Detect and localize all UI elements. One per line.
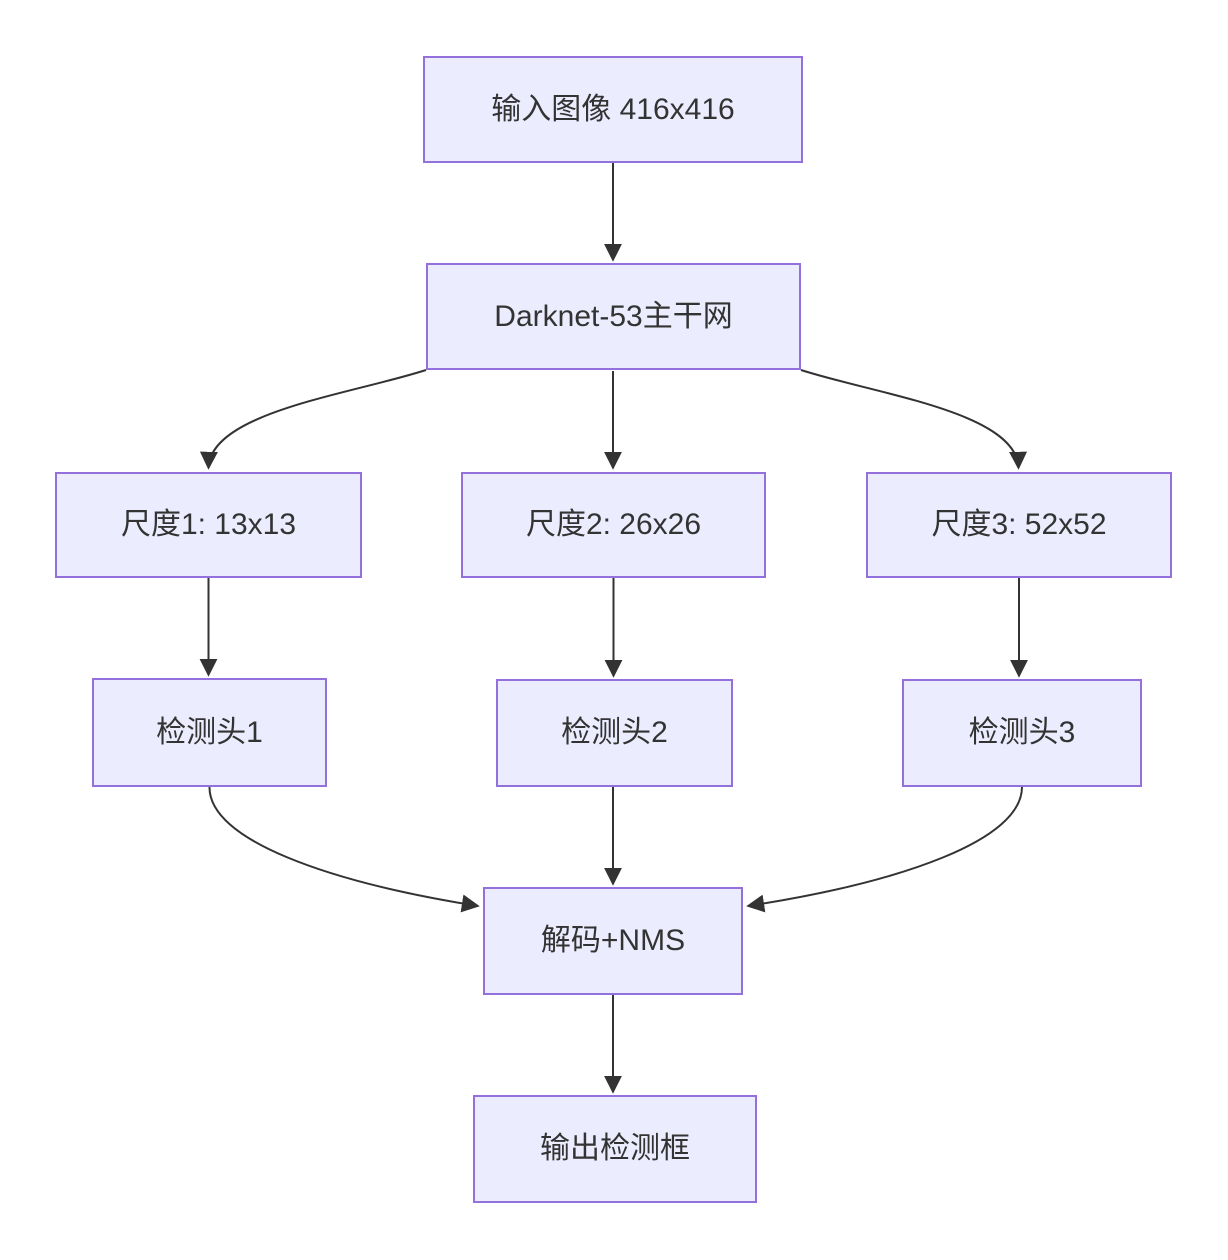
edge-backbone-to-scale3 — [800, 369, 1028, 470]
node-decode-nms-label: 解码+NMS — [540, 924, 686, 957]
node-scale-1: 尺度1: 13x13 — [55, 472, 362, 578]
edge-backbone-to-scale1 — [199, 369, 427, 470]
node-detect-head-1-label: 检测头1 — [156, 715, 263, 749]
node-scale-1-label: 尺度1: 13x13 — [120, 508, 297, 541]
node-decode-nms: 解码+NMS — [483, 887, 743, 995]
node-input-image-label: 输入图像 416x416 — [491, 92, 735, 126]
node-scale-3: 尺度3: 52x52 — [866, 472, 1172, 578]
node-backbone-label: Darknet-53主干网 — [494, 299, 733, 333]
edge-head3-to-decode — [746, 786, 1023, 913]
node-scale-2-label: 尺度2: 26x26 — [525, 508, 702, 541]
node-backbone: Darknet-53主干网 — [426, 263, 801, 370]
node-input-image: 输入图像 416x416 — [423, 56, 803, 163]
node-detect-head-2: 检测头2 — [496, 679, 733, 787]
edge-head1-to-decode — [208, 786, 480, 913]
node-detect-head-3: 检测头3 — [902, 679, 1142, 787]
node-scale-3-label: 尺度3: 52x52 — [931, 508, 1107, 541]
node-detect-head-2-label: 检测头2 — [561, 716, 668, 749]
node-output-boxes-label: 输出检测框 — [540, 1132, 690, 1165]
node-detect-head-3-label: 检测头3 — [968, 716, 1076, 749]
node-scale-2: 尺度2: 26x26 — [461, 472, 766, 578]
node-detect-head-1: 检测头1 — [92, 678, 327, 787]
node-output-boxes: 输出检测框 — [473, 1095, 757, 1203]
